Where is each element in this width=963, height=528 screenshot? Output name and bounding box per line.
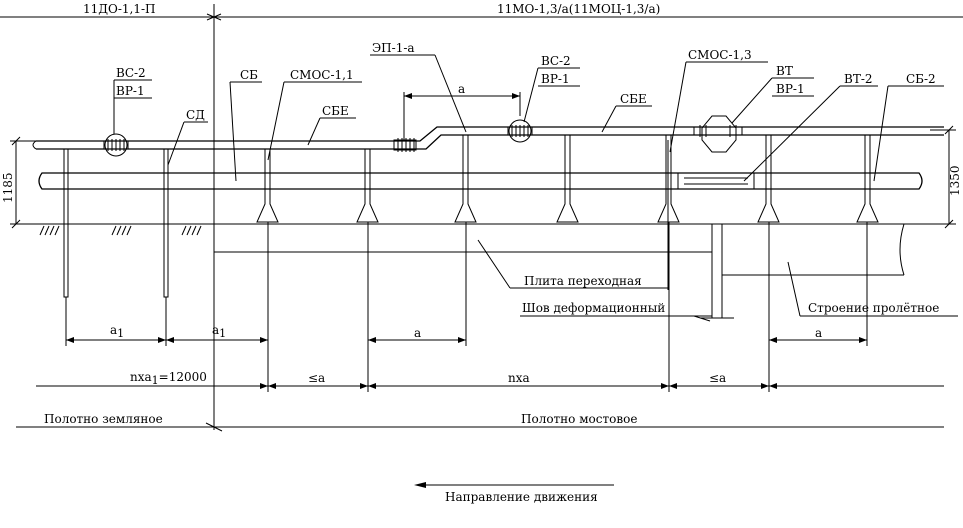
dimension-a1-second: a1 [212,323,226,340]
label-vr1-right: ВР-1 [776,82,805,96]
upper-rail [32,126,944,150]
label-sbe-right: СБЕ [620,92,647,106]
rail-joint-mid [507,119,533,143]
label-bridge-deck: Полотно мостовое [521,412,637,426]
direction-arrow [414,482,614,488]
ground-post [63,148,69,298]
label-smos-11: СМОС-1,1 [290,68,354,82]
bridge-post [256,148,279,223]
bridge-post [556,134,579,223]
label-sd: СД [186,108,205,122]
ground-line [16,223,944,236]
rail-joint-vt [693,115,743,153]
label-vs2-mid: ВС-2 [541,54,571,68]
dimension-a-mid: a [414,326,421,340]
ground-post [163,148,169,298]
label-expansion-joint: Шов деформационный [522,301,665,315]
dimension-a1-first: a1 [110,323,124,340]
label-smos-13: СМОС-1,3 [688,48,752,62]
label-vr1-mid: ВР-1 [541,72,570,86]
dimension-a-top-value: a [458,82,465,96]
label-ep1a: ЭП-1-а [372,41,415,55]
dimension-nxa1: nxa1=12000 [130,370,207,387]
label-sbe-left: СБЕ [322,104,349,118]
lower-beam-rail [38,172,923,190]
bridge-post [454,134,477,223]
bridge-posts [256,134,879,223]
rail-joint-ep [393,138,417,152]
label-vt2: ВТ-2 [844,72,873,86]
height-value-left: 1185 [1,172,15,203]
height-value-right: 1350 [948,165,962,196]
dimension-row-totals [36,383,944,389]
label-sb2: СБ-2 [906,72,936,86]
label-sb: СБ [240,68,258,82]
callout-labels: ВС-2 ВР-1 СД СБ СМОС-1,1 СБЕ ЭП-1-а ВС-2… [116,41,936,122]
bridge-structure [214,223,905,319]
bridge-post [356,148,379,223]
dimension-a-right: a [815,326,822,340]
label-earth-roadbed: Полотно земляное [44,412,163,426]
bridge-post [757,134,780,223]
rail-joint-left [103,133,129,157]
label-span-structure: Строение пролётное [808,301,939,315]
label-traffic-direction: Направление движения [445,490,598,504]
dimension-nxa: nxa [508,371,530,385]
label-vs2-left: ВС-2 [116,66,146,80]
dimension-le-a-second: ≤a [709,371,726,385]
dimension-le-a-first: ≤a [308,371,325,385]
structure-labels: Плита переходная Шов деформационный Стро… [522,274,939,315]
leader-lines [113,54,958,322]
left-section-code: 11ДО-1,1-П [83,2,156,16]
label-vr1-left: ВР-1 [116,84,145,98]
label-transition-plate: Плита переходная [524,274,642,288]
ground-posts [63,148,169,298]
dimension-a-top [403,92,521,140]
label-vt: ВТ [776,64,793,78]
dimension-row-spacing [65,222,868,392]
right-section-code: 11МО-1,3/а(11МОЦ-1,3/а) [497,2,660,16]
